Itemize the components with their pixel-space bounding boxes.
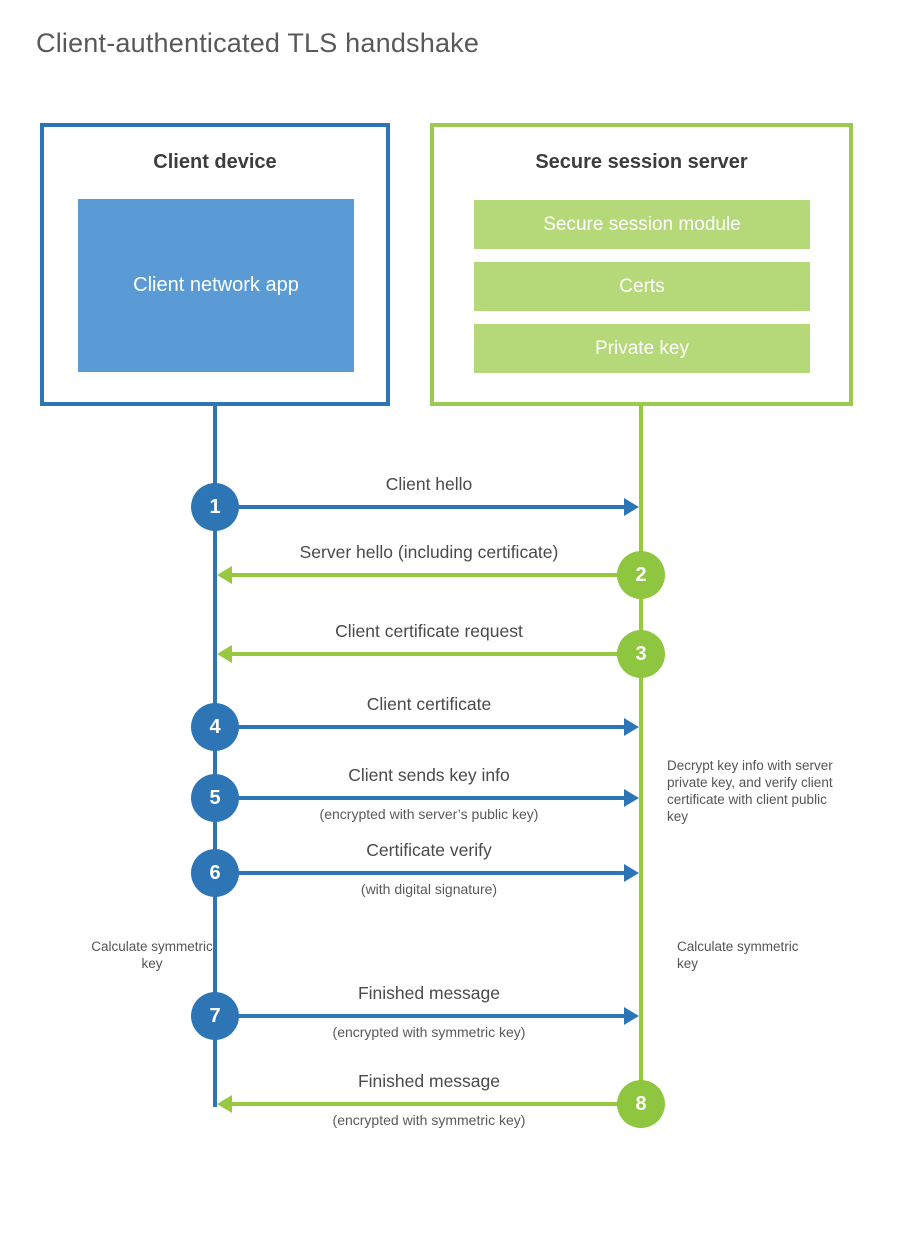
server-module-label: Secure session module: [543, 213, 741, 235]
step-number: 3: [635, 642, 647, 665]
arrowhead-right-icon: [624, 1007, 639, 1025]
server-module-label: Private key: [595, 337, 689, 359]
client-network-app-label: Client network app: [133, 274, 299, 296]
message-label: Certificate verify: [366, 840, 492, 860]
arrowhead-right-icon: [624, 789, 639, 807]
server-module-private-key: Private key: [474, 324, 810, 373]
step-circle-7: 7: [191, 992, 239, 1040]
step-circle-6: 6: [191, 849, 239, 897]
message-note: (with digital signature): [360, 881, 498, 897]
step-circle-2: 2: [617, 551, 665, 599]
arrowhead-right-icon: [624, 498, 639, 516]
step-number: 7: [209, 1004, 221, 1027]
step-circle-1: 1: [191, 483, 239, 531]
decrypt-key-annotation: Decrypt key info with server private key…: [667, 758, 833, 824]
arrow-left: [217, 566, 641, 584]
message-note: (encrypted with server’s public key): [319, 806, 539, 822]
arrow-left: [217, 645, 641, 663]
step-circle-8: 8: [617, 1080, 665, 1128]
step-number: 6: [209, 861, 221, 884]
message-label: Client certificate request: [335, 621, 523, 641]
step-number: 8: [635, 1092, 647, 1115]
step-number: 5: [209, 786, 221, 809]
message-note: (encrypted with symmetric key): [332, 1024, 526, 1040]
message-note: (encrypted with symmetric key): [332, 1112, 526, 1128]
client-device-title: Client device: [153, 151, 277, 173]
arrow-right: [215, 789, 639, 807]
server-lifeline: [639, 405, 643, 1105]
server-module-certs: Certs: [474, 262, 810, 311]
message-label: Client hello: [385, 474, 473, 494]
arrowhead-right-icon: [624, 864, 639, 882]
step-circle-3: 3: [617, 630, 665, 678]
client-lifeline: [213, 405, 217, 1107]
step-number: 2: [635, 563, 647, 586]
arrow-right: [215, 864, 639, 882]
arrow-left: [217, 1095, 641, 1113]
step-number: 4: [209, 715, 221, 738]
calculate-symmetric-key-server: Calculate symmetric key: [677, 939, 799, 971]
arrow-right: [215, 1007, 639, 1025]
message-label: Finished message: [357, 983, 501, 1003]
calculate-symmetric-key-client: Calculate symmetric key: [91, 939, 213, 971]
arrow-right: [215, 498, 639, 516]
page-title: Client-authenticated TLS handshake: [36, 28, 480, 58]
arrowhead-left-icon: [217, 645, 232, 663]
arrowhead-left-icon: [217, 1095, 232, 1113]
message-label: Client sends key info: [348, 765, 510, 785]
step-circle-4: 4: [191, 703, 239, 751]
secure-session-server-title: Secure session server: [535, 151, 748, 173]
message-label: Client certificate: [366, 694, 492, 714]
arrowhead-left-icon: [217, 566, 232, 584]
arrowhead-right-icon: [624, 718, 639, 736]
step-circle-5: 5: [191, 774, 239, 822]
server-module-secure-session: Secure session module: [474, 200, 810, 249]
server-module-label: Certs: [619, 275, 665, 297]
arrow-right: [215, 718, 639, 736]
message-label: Finished message: [357, 1071, 501, 1091]
message-label: Server hello (including certificate): [299, 542, 559, 562]
step-number: 1: [209, 495, 221, 518]
client-network-app-box: Client network app: [78, 199, 354, 372]
